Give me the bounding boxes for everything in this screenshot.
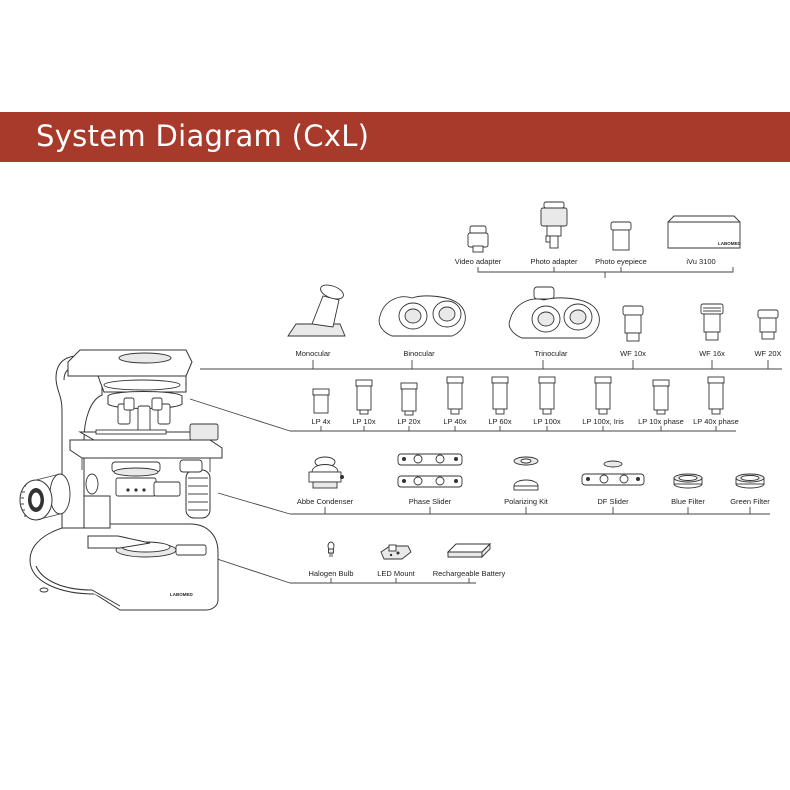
led-mount-illustration (380, 544, 412, 560)
label-rechargeable-battery: Rechargeable Battery (433, 569, 506, 578)
label-lp-100x-iris: LP 100x, Iris (582, 417, 624, 426)
label-halogen-bulb: Halogen Bulb (308, 569, 353, 578)
blue-filter-illustration (673, 473, 703, 489)
phase-slider-illustration (397, 453, 463, 488)
title-banner: System Diagram (CxL) (0, 112, 790, 162)
label-video-adapter: Video adapter (455, 257, 502, 266)
label-photo-adapter: Photo adapter (530, 257, 578, 266)
label-abbe-condenser: Abbe Condenser (297, 497, 354, 506)
green-filter-illustration (735, 473, 765, 489)
photo-adapter-illustration (540, 201, 568, 249)
objective-lp-40x-phase-illustration (707, 376, 725, 415)
trinocular-head-illustration (508, 286, 600, 339)
label-lp-60x: LP 60x (488, 417, 511, 426)
label-lp-10x: LP 10x (352, 417, 375, 426)
label-polarizing-kit: Polarizing Kit (504, 497, 549, 506)
objective-lp-4x-illustration (312, 388, 330, 414)
label-lp-40x: LP 40x (443, 417, 466, 426)
abbe-condenser-illustration (308, 456, 344, 489)
label-blue-filter: Blue Filter (671, 497, 705, 506)
objective-lp-10x-phase-illustration (652, 379, 670, 415)
label-trinocular: Trinocular (534, 349, 568, 358)
label-phase-slider: Phase Slider (409, 497, 452, 506)
label-lp-20x: LP 20x (397, 417, 420, 426)
objective-lp-40x-illustration (446, 376, 464, 415)
label-lp-10x-phase: LP 10x phase (638, 417, 684, 426)
connector-lines (189, 267, 782, 584)
objective-lp-20x-illustration (400, 382, 418, 416)
microscope-illustration: LABOMED (19, 349, 223, 611)
label-df-slider: DF Slider (597, 497, 629, 506)
page-title: System Diagram (CxL) (36, 119, 370, 153)
eyepiece-wf-10x-illustration (622, 305, 644, 342)
label-photo-eyepiece: Photo eyepiece (595, 257, 647, 266)
svg-text:LABOMED: LABOMED (718, 241, 741, 246)
objective-lp-100x-iris-illustration (594, 376, 612, 415)
objective-lp-60x-illustration (491, 376, 509, 415)
photo-eyepiece-illustration (610, 221, 632, 251)
polarizing-kit-illustration (513, 456, 539, 491)
label-wf-20x: WF 20X (754, 349, 781, 358)
objective-lp-100x-illustration (538, 376, 556, 415)
df-slider-illustration (581, 460, 645, 486)
microscope-brand: LABOMED (170, 592, 193, 597)
ivu-3100-camera-illustration: LABOMED (667, 215, 741, 249)
label-monocular: Monocular (295, 349, 331, 358)
label-lp-4x: LP 4x (311, 417, 330, 426)
monocular-head-illustration (287, 284, 346, 337)
eyepiece-wf-20x-illustration (757, 309, 779, 340)
label-wf-16x: WF 16x (699, 349, 725, 358)
label-lp-100x: LP 100x (533, 417, 561, 426)
label-wf-10x: WF 10x (620, 349, 646, 358)
video-adapter-illustration (467, 225, 489, 253)
rechargeable-battery-illustration (446, 542, 492, 559)
halogen-bulb-illustration (327, 541, 335, 557)
label-lp-40x-phase: LP 40x phase (693, 417, 739, 426)
label-led-mount: LED Mount (377, 569, 415, 578)
label-green-filter: Green Filter (730, 497, 770, 506)
label-binocular: Binocular (403, 349, 435, 358)
objective-lp-10x-illustration (355, 379, 373, 415)
binocular-head-illustration (378, 295, 466, 337)
label-ivu-3100: iVu 3100 (686, 257, 715, 266)
eyepiece-wf-16x-illustration (700, 303, 724, 341)
